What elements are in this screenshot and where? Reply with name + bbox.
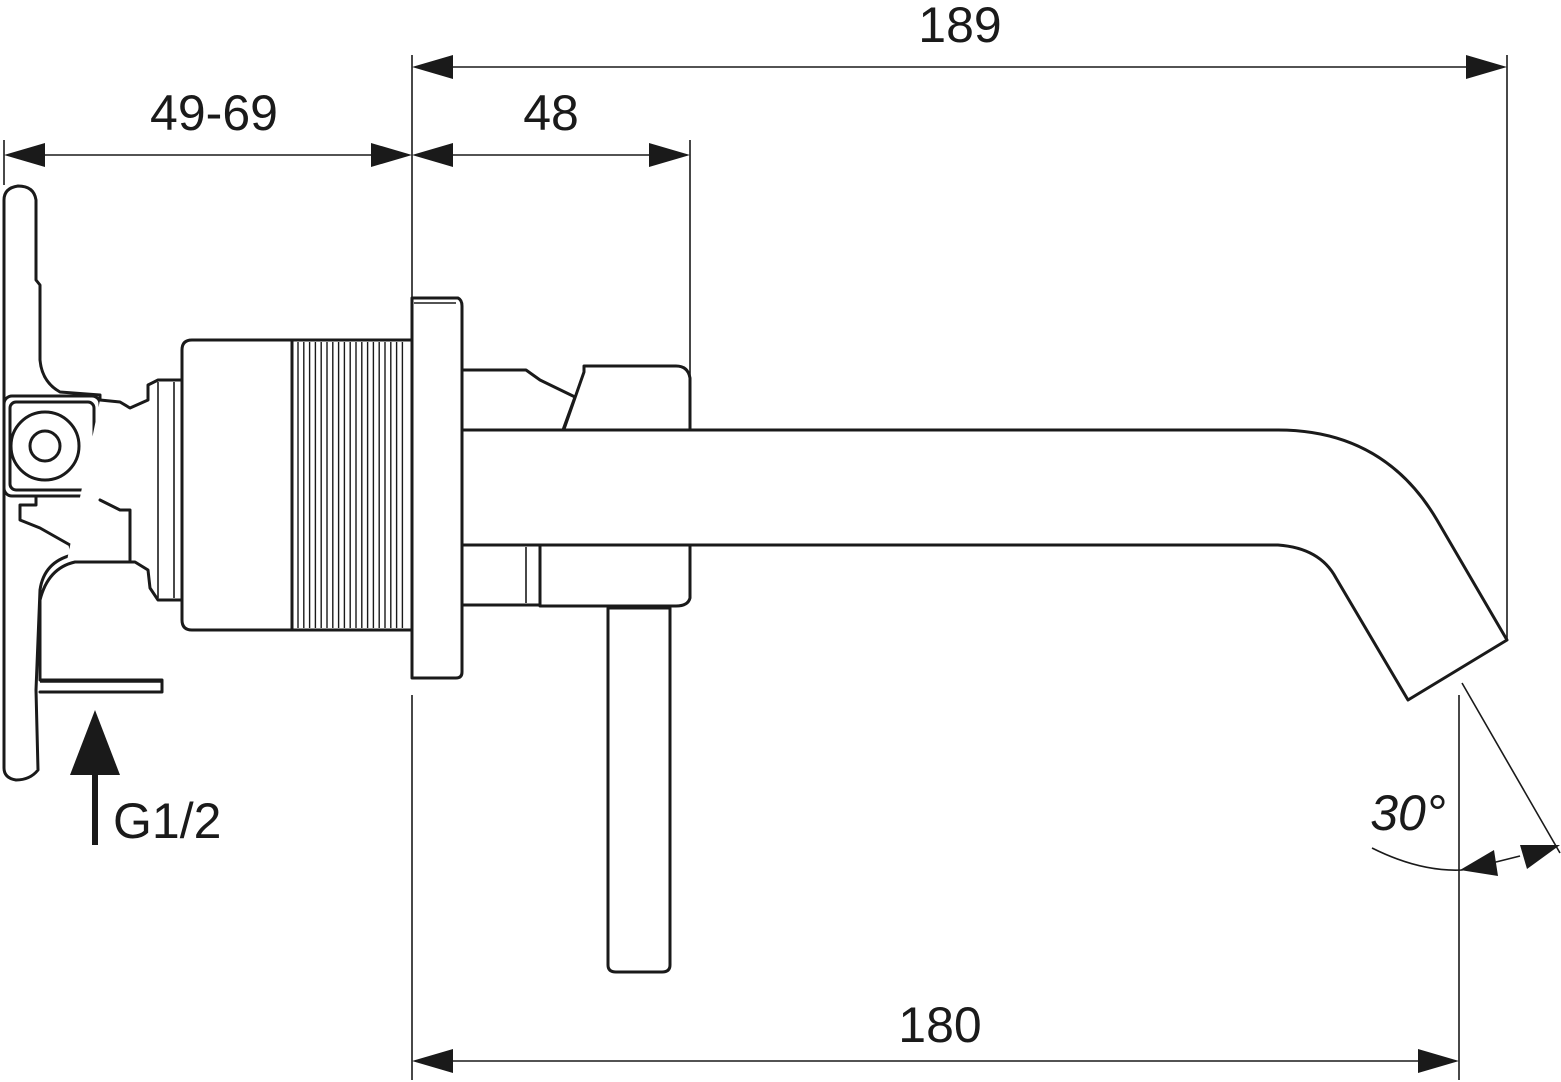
threaded-sleeve xyxy=(180,338,414,632)
wall-rosette xyxy=(410,296,464,680)
dimension-rosette-depth: 48 xyxy=(412,85,691,430)
thread-lines xyxy=(297,342,404,628)
angle-label: 30° xyxy=(1370,785,1446,841)
inlet-arrow-icon xyxy=(70,710,120,775)
arrow-right xyxy=(1520,845,1560,869)
spout xyxy=(460,428,1509,702)
knob-inner-circle xyxy=(28,429,62,463)
inlet-thread-label: G1/2 xyxy=(113,793,221,849)
dimension-label-rosette: 48 xyxy=(523,85,579,141)
arrow-left xyxy=(412,143,453,167)
inlet-thread-indicator: G1/2 xyxy=(70,710,221,849)
valve-body xyxy=(38,378,187,694)
arrow-right xyxy=(371,143,412,167)
dimension-label-total: 189 xyxy=(918,0,1001,53)
dimension-outlet-angle: 30° xyxy=(1370,682,1561,876)
dimension-spout-projection: 180 xyxy=(411,695,1460,1080)
handle-lever xyxy=(2,184,102,782)
arrow-right xyxy=(649,143,690,167)
dimension-total-length: 189 xyxy=(411,0,1508,640)
dimension-label-projection: 180 xyxy=(898,997,981,1053)
arrow-right xyxy=(1466,55,1507,79)
mixer-body xyxy=(460,364,692,974)
arrow-right xyxy=(1418,1049,1459,1073)
arrow-left xyxy=(412,55,453,79)
dimension-label-adjustment: 49-69 xyxy=(150,85,278,141)
arrow-left xyxy=(412,1049,453,1073)
handle-knob xyxy=(2,394,102,498)
arrow-left xyxy=(4,143,45,167)
dimension-wall-adjustment: 49-69 xyxy=(3,85,412,185)
arrow-left xyxy=(1460,850,1498,876)
